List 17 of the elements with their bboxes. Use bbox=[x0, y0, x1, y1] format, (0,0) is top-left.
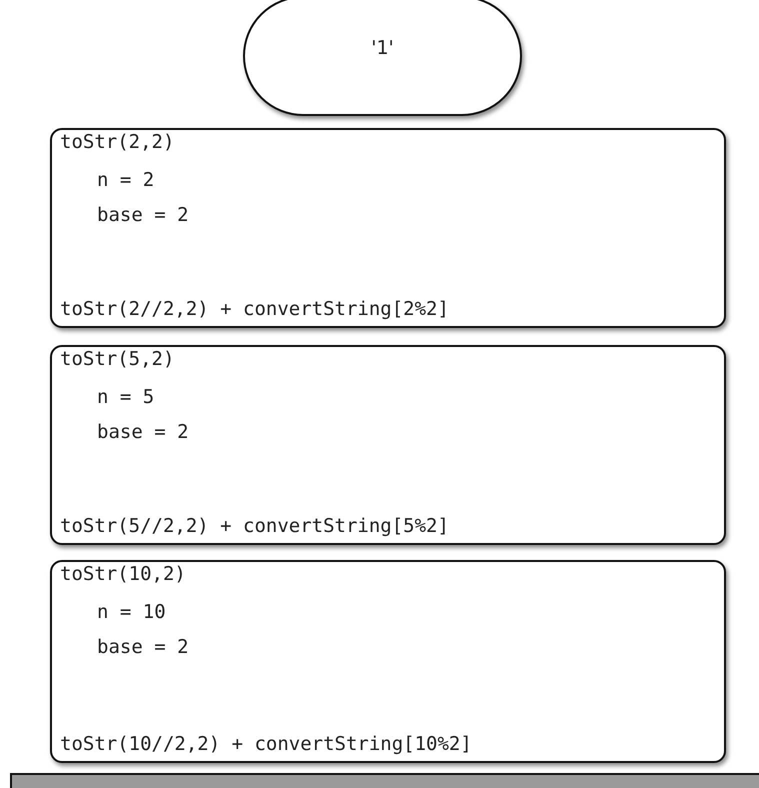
variable-binding: n = 2 bbox=[97, 170, 154, 191]
terminal-shape bbox=[243, 0, 522, 116]
stack-frame-box bbox=[50, 128, 726, 328]
return-expression: toStr(5//2,2) + convertString[5%2] bbox=[60, 516, 449, 537]
function-call: toStr(5,2) bbox=[60, 349, 174, 370]
return-value: '1' bbox=[370, 38, 395, 59]
function-call: toStr(10,2) bbox=[60, 564, 186, 585]
return-expression: toStr(10//2,2) + convertString[10%2] bbox=[60, 734, 472, 755]
function-call: toStr(2,2) bbox=[60, 132, 174, 153]
variable-binding: base = 2 bbox=[97, 205, 189, 226]
variable-binding: base = 2 bbox=[97, 422, 189, 443]
variable-binding: base = 2 bbox=[97, 637, 189, 658]
return-expression: toStr(2//2,2) + convertString[2%2] bbox=[60, 299, 449, 320]
variable-binding: n = 10 bbox=[97, 602, 166, 623]
stack-frame-box bbox=[50, 345, 726, 545]
variable-binding: n = 5 bbox=[97, 387, 154, 408]
stack-frame-box bbox=[50, 560, 726, 763]
